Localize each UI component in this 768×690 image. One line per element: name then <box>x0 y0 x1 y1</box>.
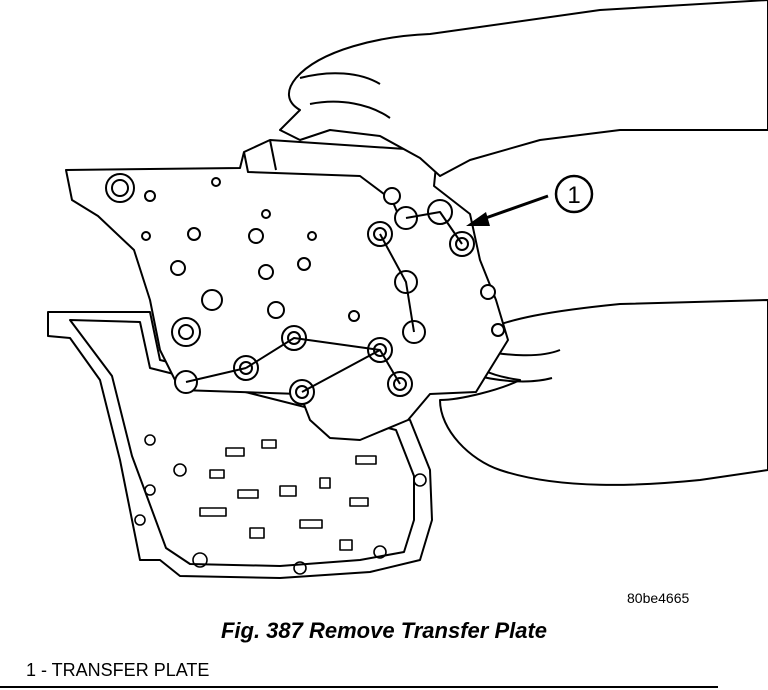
legend-divider <box>0 686 718 688</box>
transfer-plate-ribs <box>185 211 463 393</box>
figure-caption: Fig. 387 Remove Transfer Plate <box>220 618 548 643</box>
image-reference-code: 80be4665 <box>627 590 690 606</box>
callout-1: 1 <box>554 174 594 214</box>
lower-hand <box>439 299 768 486</box>
lower-plate-ports <box>134 434 427 575</box>
upper-hand <box>279 0 768 177</box>
transfer-plate-illustration: 1 <box>47 0 768 579</box>
callout-number: 1 <box>567 182 580 209</box>
legend-item: 1 - TRANSFER PLATE <box>26 660 210 680</box>
transfer-plate-top-edge <box>243 139 405 229</box>
upper-hand-finger-lines <box>299 72 391 119</box>
transfer-plate-bosses <box>105 173 505 405</box>
callout-leader <box>466 194 549 226</box>
